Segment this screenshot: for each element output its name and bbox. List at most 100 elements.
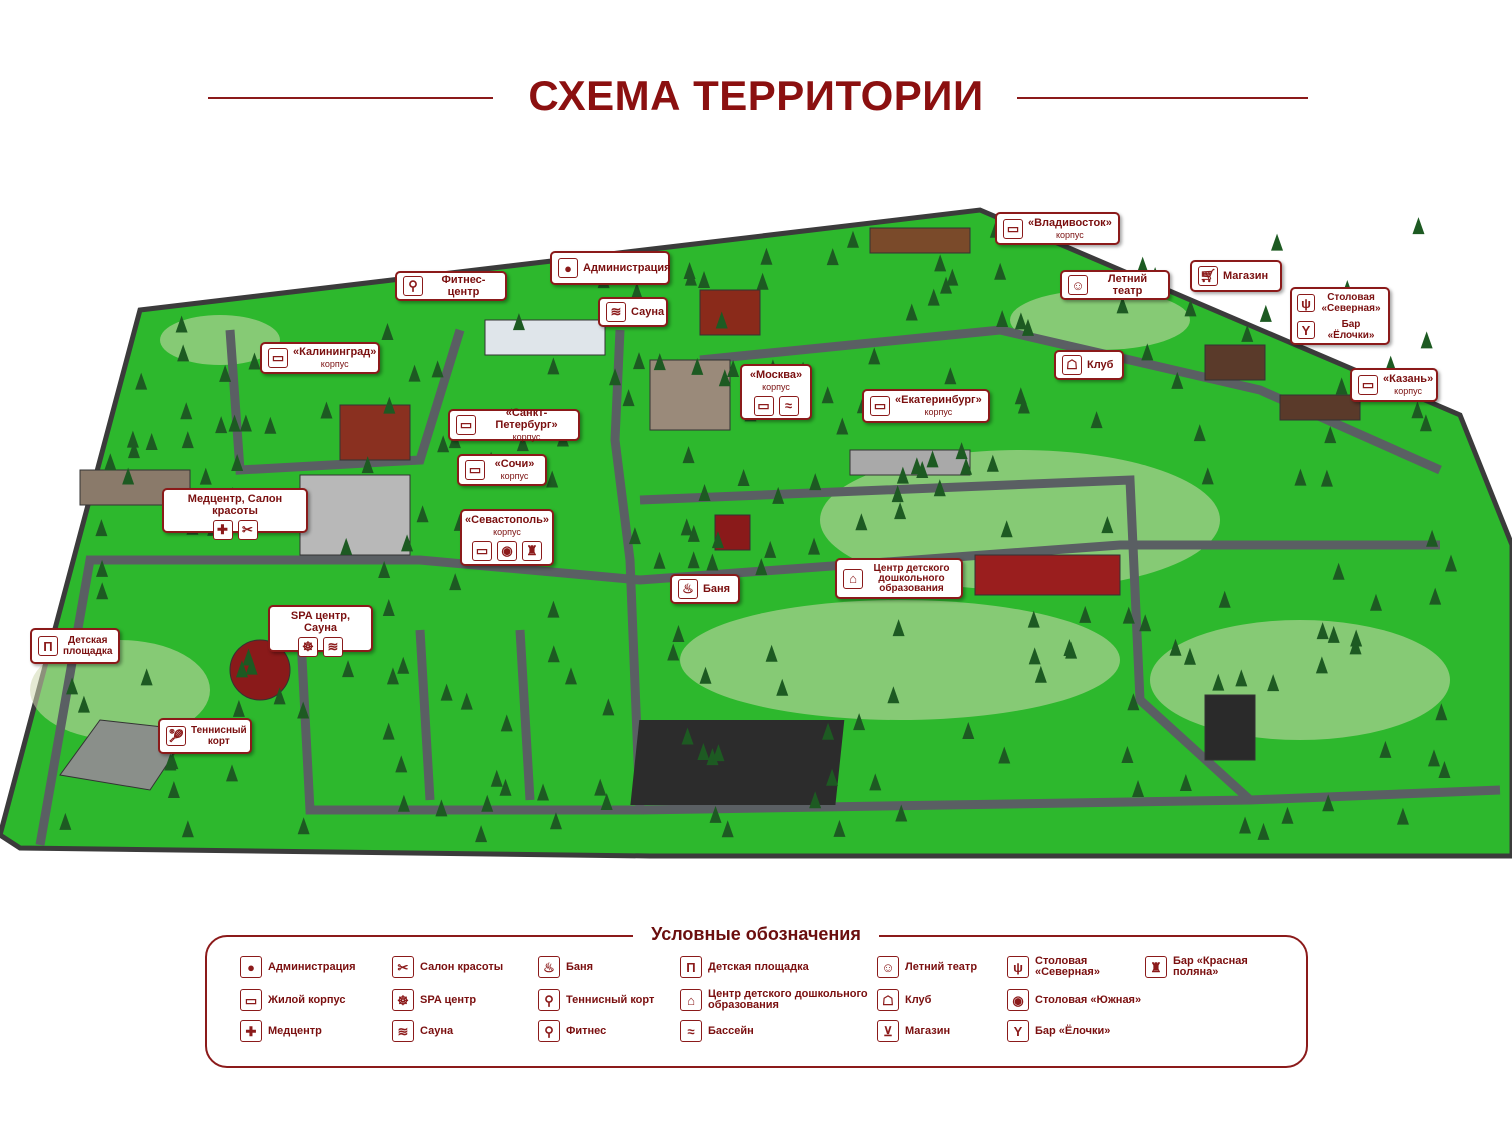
tree	[986, 454, 999, 472]
bed-icon: ▭	[1358, 375, 1378, 395]
legend-item: ⚲Теннисный корт	[538, 989, 654, 1011]
tree	[706, 553, 719, 571]
tree	[1281, 806, 1294, 824]
tree	[361, 456, 374, 474]
tree	[175, 315, 188, 333]
tree	[383, 396, 396, 414]
label: «Екатеринбург»	[895, 394, 982, 406]
callout-vladivostok[interactable]: ▭ «Владивосток»корпус	[995, 212, 1120, 245]
bed-icon: ▭	[1003, 218, 1023, 239]
bar-table-icon: ♜	[1145, 956, 1167, 978]
callout-sochi[interactable]: ▭ «Сочи»корпус	[457, 454, 547, 486]
callout-tennis[interactable]: 🎾︎ Теннисный корт	[158, 718, 252, 754]
legend-item: ⌂Центр детского дошкольного образования	[680, 989, 868, 1011]
bed-icon: ▭	[240, 989, 262, 1011]
tree	[630, 282, 643, 300]
callout-club[interactable]: ☖ Клуб	[1054, 350, 1124, 380]
dancers-icon: ☖	[877, 989, 899, 1011]
legend-item-label: Бассейн	[708, 1024, 754, 1037]
tree	[386, 667, 399, 685]
tree	[628, 527, 641, 545]
legend-item-label: Детская площадка	[708, 960, 809, 973]
tree	[475, 825, 488, 843]
legend-item: ≈Бассейн	[680, 1020, 754, 1042]
tree	[1259, 304, 1272, 322]
tree	[66, 677, 79, 695]
tree	[895, 804, 908, 822]
tree	[1427, 749, 1440, 767]
tree	[1132, 779, 1145, 797]
sublabel: корпус	[924, 407, 953, 417]
cross-icon: ✚	[240, 1020, 262, 1042]
tree	[242, 648, 255, 666]
tree	[1235, 669, 1248, 687]
tree	[1179, 774, 1192, 792]
tree	[547, 357, 560, 375]
tree	[996, 310, 1009, 328]
tree	[499, 778, 512, 796]
tree	[397, 794, 410, 812]
callout-moscow[interactable]: «Москва»корпус ▭≈	[740, 364, 812, 420]
tree	[755, 558, 768, 576]
tree	[691, 357, 704, 375]
sublabel: корпус	[493, 527, 521, 537]
label: Летний театр	[1107, 273, 1148, 297]
callout-fitness[interactable]: ⚲ Фитнес-центр	[395, 271, 507, 301]
tree	[1396, 807, 1409, 825]
tree	[905, 303, 918, 321]
territory-map[interactable]	[0, 0, 1512, 900]
plate-icon: ◉	[497, 541, 517, 561]
callout-kazan[interactable]: ▭ «Казань»корпус	[1350, 368, 1438, 402]
legend-item: ◉Столовая «Южная»	[1007, 989, 1141, 1011]
legend-item: ♨Баня	[538, 956, 593, 978]
callout-sauna[interactable]: ≋ Сауна	[598, 297, 668, 327]
tree	[1257, 822, 1270, 840]
callout-spb[interactable]: ▭ «Санкт-Петербург»корпус	[448, 407, 580, 442]
tree	[431, 360, 444, 378]
callout-medcenter[interactable]: Медцентр, Салон красоты ✚✂	[162, 488, 308, 540]
callout-ekaterinburg[interactable]: ▭ «Екатеринбург»корпус	[862, 389, 990, 423]
tree	[896, 466, 909, 484]
tree	[181, 820, 194, 838]
tree	[1141, 343, 1154, 361]
label: «Севастополь»	[465, 514, 549, 526]
callout-kindergarten[interactable]: ⌂ Центр детского дошкольного образования	[835, 558, 963, 599]
callout-banya[interactable]: ♨ Баня	[670, 574, 740, 604]
tree	[944, 367, 957, 385]
callout-summer-theatre[interactable]: ☺ Летний театр	[1060, 270, 1170, 300]
cross-icon: ✚	[212, 520, 233, 540]
label: «Москва»	[749, 368, 803, 381]
tree	[892, 619, 905, 637]
tree	[145, 432, 158, 450]
label: Детская площадка	[63, 635, 113, 657]
sublabel: корпус	[1055, 229, 1084, 240]
bed-icon: ▭	[268, 348, 288, 368]
tree	[1116, 296, 1129, 314]
scissors-icon: ✂	[392, 956, 414, 978]
legend-item: ●Администрация	[240, 956, 356, 978]
callout-playground[interactable]: Π Детская площадка	[30, 628, 120, 664]
tree	[382, 722, 395, 740]
callout-kaliningrad[interactable]: ▭ «Калининград»корпус	[260, 342, 380, 374]
tree	[868, 347, 881, 365]
legend-item: ☺Летний театр	[877, 956, 977, 978]
tree	[680, 518, 693, 536]
tree	[1121, 745, 1134, 763]
legend-item-label: Администрация	[268, 960, 356, 973]
callout-shop[interactable]: 🛒︎ Магазин	[1190, 260, 1282, 292]
callout-spa[interactable]: SPA центр, Сауна ☸≋	[268, 605, 373, 657]
plate-icon: ◉	[1007, 989, 1029, 1011]
callout-administration[interactable]: ● Администрация	[550, 251, 671, 285]
tree	[481, 794, 494, 812]
spa-icon: ☸	[298, 637, 318, 657]
legend-item-label: Летний театр	[905, 960, 978, 973]
tree	[1412, 217, 1425, 235]
family-icon: ⌂	[843, 568, 863, 589]
label: «Санкт-Петербург»	[495, 407, 558, 431]
tree	[1327, 625, 1340, 643]
trees	[59, 217, 1458, 843]
tree	[821, 386, 834, 404]
tree	[416, 505, 429, 523]
callout-sevastopol[interactable]: «Севастополь»корпус ▭◉♜	[460, 509, 554, 566]
